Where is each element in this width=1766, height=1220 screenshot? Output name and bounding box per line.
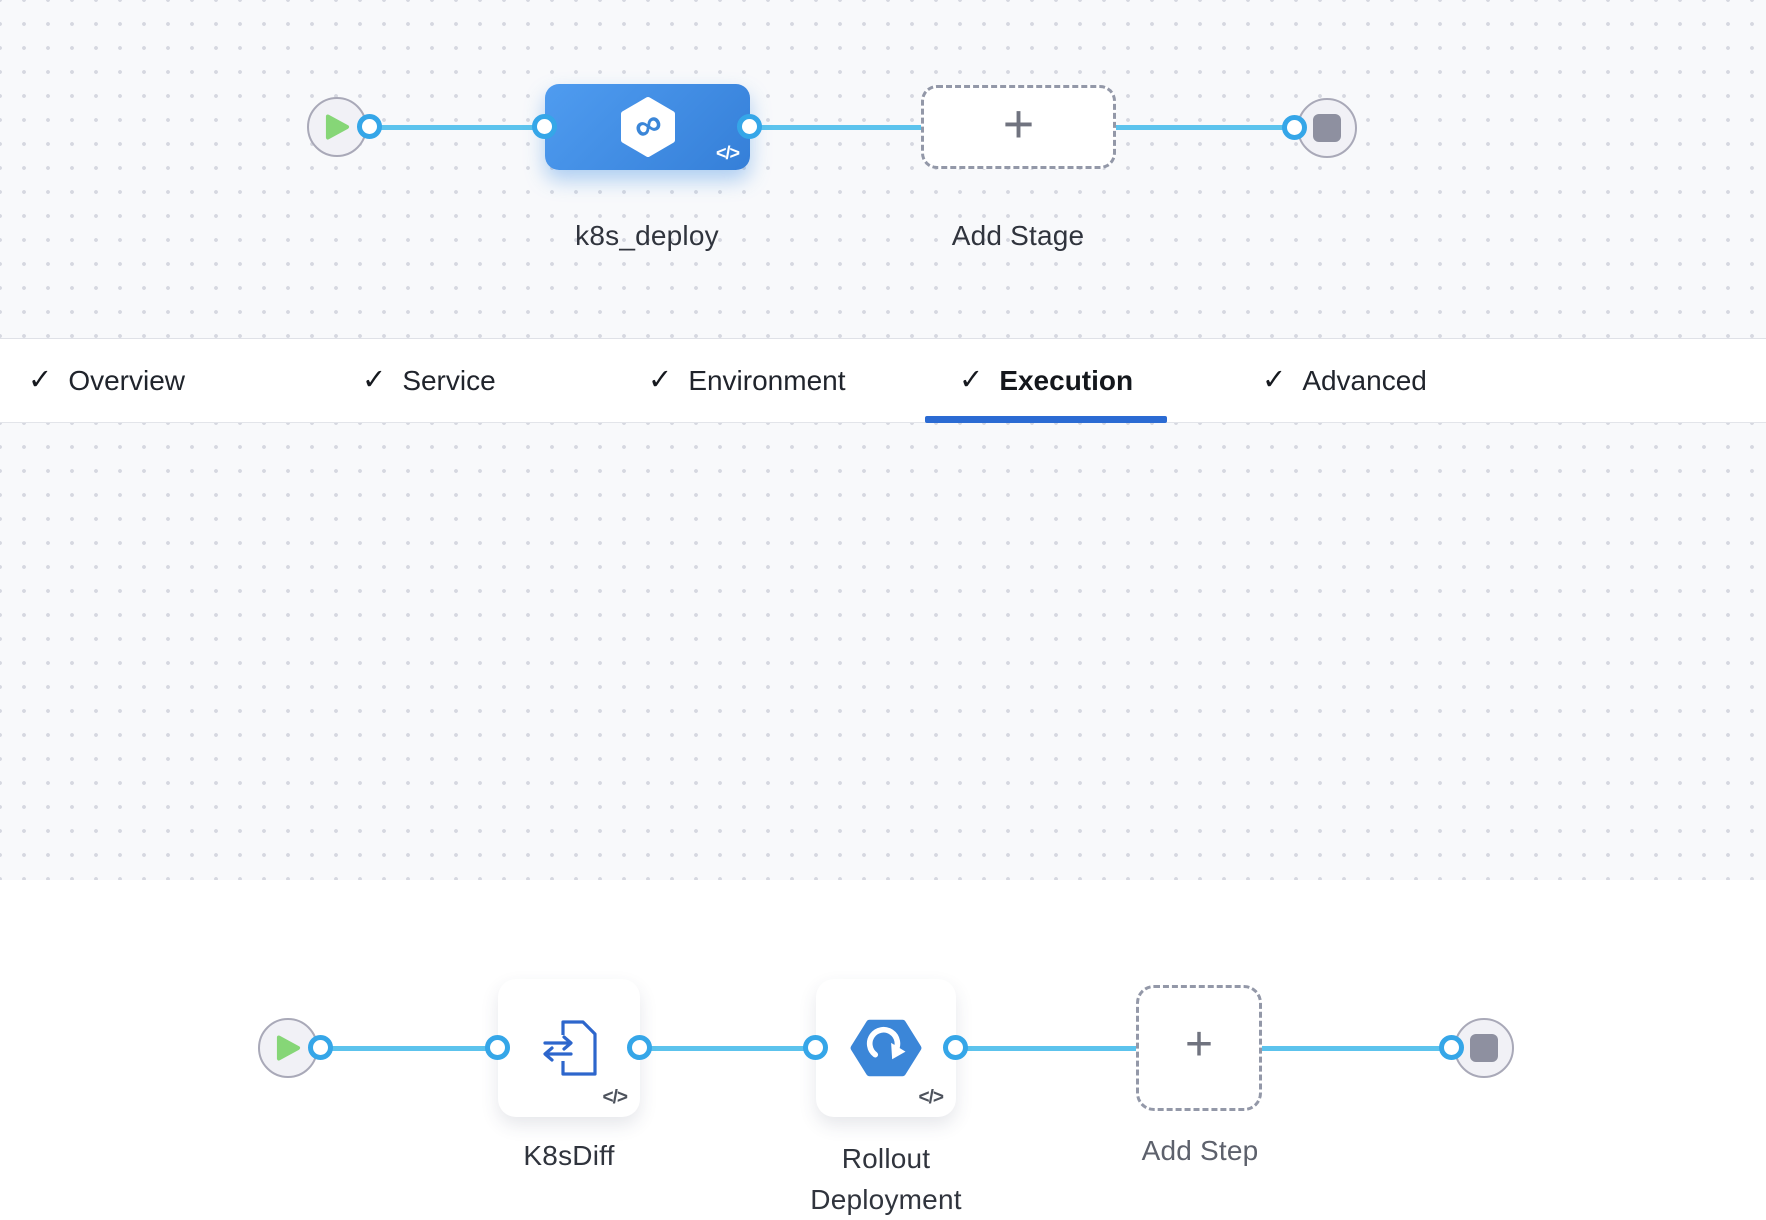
plus-icon: + — [1184, 1018, 1214, 1071]
check-icon: ✓ — [959, 364, 984, 396]
stop-icon — [1470, 1034, 1498, 1062]
link-port[interactable] — [737, 114, 762, 139]
stage-wire — [750, 125, 921, 130]
link-port[interactable] — [943, 1035, 968, 1060]
link-port[interactable] — [1282, 115, 1307, 140]
stage-wire — [370, 125, 545, 130]
add-stage-button[interactable]: + — [921, 85, 1116, 169]
link-port[interactable] — [532, 114, 557, 139]
link-port[interactable] — [803, 1035, 828, 1060]
link-port[interactable] — [308, 1035, 333, 1060]
tab-environment[interactable]: ✓ Environment — [648, 339, 846, 422]
step-label[interactable]: Rollout Deployment — [810, 1143, 962, 1215]
tab-label: Overview — [68, 364, 186, 396]
stage-node-k8s-deploy[interactable]: ∞ </> — [545, 84, 750, 170]
pipeline-end-node — [1297, 98, 1357, 158]
step-wire — [640, 1046, 816, 1051]
step-node-rollout-deployment[interactable]: </> — [816, 979, 956, 1117]
add-step-button[interactable]: + — [1136, 985, 1262, 1111]
play-icon — [325, 114, 350, 140]
check-icon: ✓ — [1262, 364, 1287, 396]
code-badge-icon: </> — [715, 143, 740, 163]
rollout-hexagon-icon — [850, 1019, 922, 1077]
add-stage-label[interactable]: Add Stage — [951, 220, 1085, 251]
link-port[interactable] — [627, 1035, 652, 1060]
execution-graph-canvas[interactable]: </> </> + K8sDiff Rollout Deployment Add… — [0, 423, 1766, 1215]
step-label[interactable]: K8sDiff — [523, 1140, 615, 1171]
stage-wire — [1116, 125, 1295, 130]
tab-label: Environment — [688, 364, 846, 396]
check-icon: ✓ — [28, 364, 53, 396]
link-port[interactable] — [485, 1035, 510, 1060]
tab-label: Service — [402, 364, 496, 396]
code-badge-icon: </> — [918, 1087, 945, 1108]
stage-label[interactable]: k8s_deploy — [575, 220, 719, 251]
tab-advanced[interactable]: ✓ Advanced — [1262, 339, 1427, 422]
link-port[interactable] — [357, 114, 382, 139]
plus-icon: + — [1002, 94, 1035, 154]
tab-label: Execution — [999, 364, 1134, 396]
play-icon — [276, 1035, 301, 1061]
tab-overview[interactable]: ✓ Overview — [28, 339, 185, 422]
check-icon: ✓ — [648, 364, 673, 396]
stage-graph-canvas[interactable]: ∞ </> + k8s_deploy Add Stage — [0, 0, 1766, 338]
step-node-k8sdiff[interactable]: </> — [498, 979, 640, 1117]
link-port[interactable] — [1439, 1035, 1464, 1060]
harness-infinity-hexagon-icon: ∞ — [620, 96, 676, 158]
swap-document-icon — [543, 1020, 597, 1076]
tab-execution[interactable]: ✓ Execution — [925, 339, 1168, 423]
tab-label: Advanced — [1302, 364, 1427, 396]
code-badge-icon: </> — [602, 1087, 629, 1108]
check-icon: ✓ — [362, 364, 387, 396]
add-step-label[interactable]: Add Step — [1141, 1135, 1259, 1166]
stop-icon — [1313, 114, 1341, 142]
tab-service[interactable]: ✓ Service — [362, 339, 496, 422]
step-wire — [321, 1046, 498, 1051]
stage-config-tabbar: ✓ Overview ✓ Service ✓ Environment ✓ Exe… — [0, 338, 1766, 423]
